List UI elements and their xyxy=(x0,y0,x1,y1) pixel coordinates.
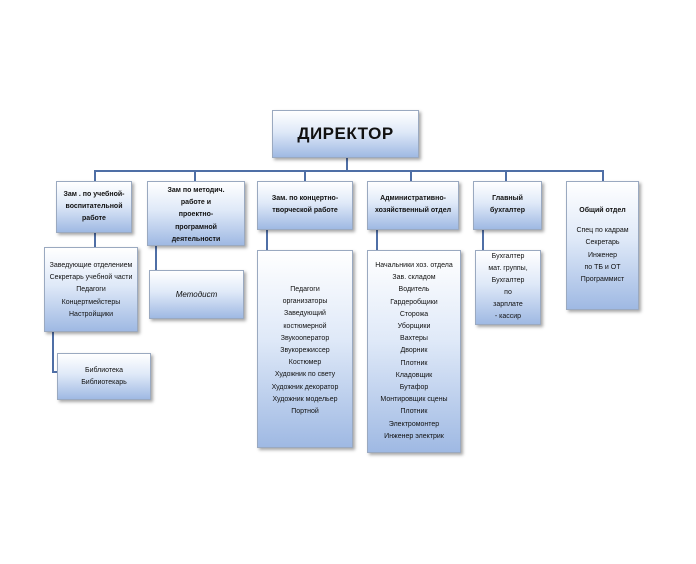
staff-item: костюмерной xyxy=(283,322,327,330)
staff-item: Вахтеры xyxy=(400,335,428,343)
director-box: ДИРЕКТОР xyxy=(272,110,419,158)
staff-item: Электромонтер xyxy=(388,420,440,428)
staff-item: организаторы xyxy=(282,298,328,306)
connector-drop-4 xyxy=(410,170,412,182)
staff-item: Зав. складом xyxy=(392,274,436,282)
staff-item: Библиотека xyxy=(84,367,124,374)
staff-item: Художник декоратор xyxy=(271,383,339,391)
staff-item: Портной xyxy=(291,408,319,416)
staff-item: Начальники хоз. отдела xyxy=(375,262,453,269)
educational-head-line: воспитательной xyxy=(65,203,123,211)
director-title: ДИРЕКТОР xyxy=(297,124,394,143)
accounting-head-line: бухгалтер xyxy=(490,207,525,215)
connector-drop-2 xyxy=(194,170,196,182)
staff-item: Бухгалтер xyxy=(491,253,525,260)
connector-educational-staff xyxy=(94,233,96,247)
staff-item: Костюмер xyxy=(288,359,322,367)
staff-item: Методист xyxy=(175,290,218,299)
methodical-head-box: Зам по методич. работе и проектно- прогр… xyxy=(147,181,245,246)
admin-head-line: хозяйственный отдел xyxy=(374,207,452,215)
staff-item: Инженер электрик xyxy=(384,432,444,440)
staff-item: Спец по кадрам xyxy=(576,227,629,235)
staff-item: Программист xyxy=(580,276,625,284)
staff-item: Уборщики xyxy=(397,323,431,331)
methodical-head-line: деятельности xyxy=(171,235,221,243)
staff-item: Концертмейстеры xyxy=(61,298,121,306)
staff-item: Гардеробщики xyxy=(390,298,438,306)
educational-head-line: Зам . по учебной- xyxy=(63,191,125,198)
accounting-head-line: Главный xyxy=(492,195,523,202)
staff-item: зарплате xyxy=(493,301,523,308)
methodical-head-line: проектно- xyxy=(178,211,214,219)
connector-drop-6 xyxy=(602,170,604,182)
educational-staff-box: Заведующие отделением Секретарь учебной … xyxy=(44,247,138,332)
educational-head-box: Зам . по учебной- воспитательной работе xyxy=(56,181,132,233)
staff-item: Звукооператор xyxy=(280,334,330,342)
connector-library-horizontal xyxy=(52,371,58,373)
staff-item: - кассир xyxy=(494,313,522,320)
staff-item: Педагоги xyxy=(290,286,320,293)
staff-item: Библиотекарь xyxy=(81,379,127,387)
concert-head-line: творческой работе xyxy=(272,207,338,215)
staff-item: Дворник xyxy=(400,347,428,355)
admin-head-box: Административно- хозяйственный отдел xyxy=(367,181,459,230)
staff-item: Художник модельер xyxy=(272,395,338,403)
staff-item: Звукорежиссер xyxy=(280,347,330,355)
staff-item: Кладовщик xyxy=(395,371,433,379)
connector-methodical-vertical xyxy=(155,246,157,270)
connector-director-down xyxy=(346,158,348,171)
staff-item: Инженер xyxy=(587,251,618,259)
staff-item: Заведующий xyxy=(284,310,326,318)
staff-item: Монтировщик сцены xyxy=(380,396,448,404)
staff-item: Настройщики xyxy=(69,310,113,318)
connector-horizontal-bus xyxy=(94,170,604,172)
methodical-staff-box: Методист xyxy=(149,270,244,319)
staff-item: Водитель xyxy=(398,286,430,294)
accounting-head-box: Главный бухгалтер xyxy=(473,181,542,230)
staff-item: Плотник xyxy=(400,359,428,367)
staff-item: Бутафор xyxy=(399,384,429,392)
concert-head-box: Зам. по концертно- творческой работе xyxy=(257,181,353,230)
staff-item: по xyxy=(504,289,512,296)
methodical-head-line: Зам по методич. xyxy=(167,187,225,194)
connector-admin-vertical xyxy=(376,230,378,250)
staff-item: Художник по свету xyxy=(274,371,336,379)
connector-drop-3 xyxy=(304,170,306,182)
staff-item: Секретарь учебной части xyxy=(49,274,133,282)
staff-item: Секретарь xyxy=(585,239,620,247)
staff-item: Плотник xyxy=(400,408,428,416)
connector-drop-5 xyxy=(505,170,507,182)
methodical-head-line: програмной xyxy=(175,223,217,231)
educational-head-line: работе xyxy=(82,215,106,223)
accounting-staff-box: Бухгалтер мат. группы, Бухгалтер по зарп… xyxy=(475,250,541,325)
connector-drop-1 xyxy=(94,170,96,182)
concert-staff-box: Педагоги организаторы Заведующий костюме… xyxy=(257,250,353,448)
admin-head-line: Административно- xyxy=(380,195,446,202)
staff-item: Сторожа xyxy=(399,310,429,318)
methodical-head-line: работе и xyxy=(180,199,212,207)
admin-staff-box: Начальники хоз. отдела Зав. складом Води… xyxy=(367,250,461,453)
connector-concert-vertical xyxy=(266,230,268,250)
staff-item: Заведующие отделением xyxy=(49,262,133,269)
staff-item: мат. группы, xyxy=(488,265,528,272)
staff-item: Бухгалтер xyxy=(491,277,525,284)
library-box: Библиотека Библиотекарь xyxy=(57,353,151,400)
staff-item: по ТБ и ОТ xyxy=(584,263,621,271)
concert-head-line: Зам. по концертно- xyxy=(271,195,339,202)
staff-item: Педагоги xyxy=(76,286,106,294)
general-head-line: Общий отдел xyxy=(579,207,626,214)
general-box: Общий отдел Спец по кадрам Секретарь Инж… xyxy=(566,181,639,310)
connector-library-vertical xyxy=(52,332,54,372)
connector-accounting-vertical xyxy=(482,230,484,250)
